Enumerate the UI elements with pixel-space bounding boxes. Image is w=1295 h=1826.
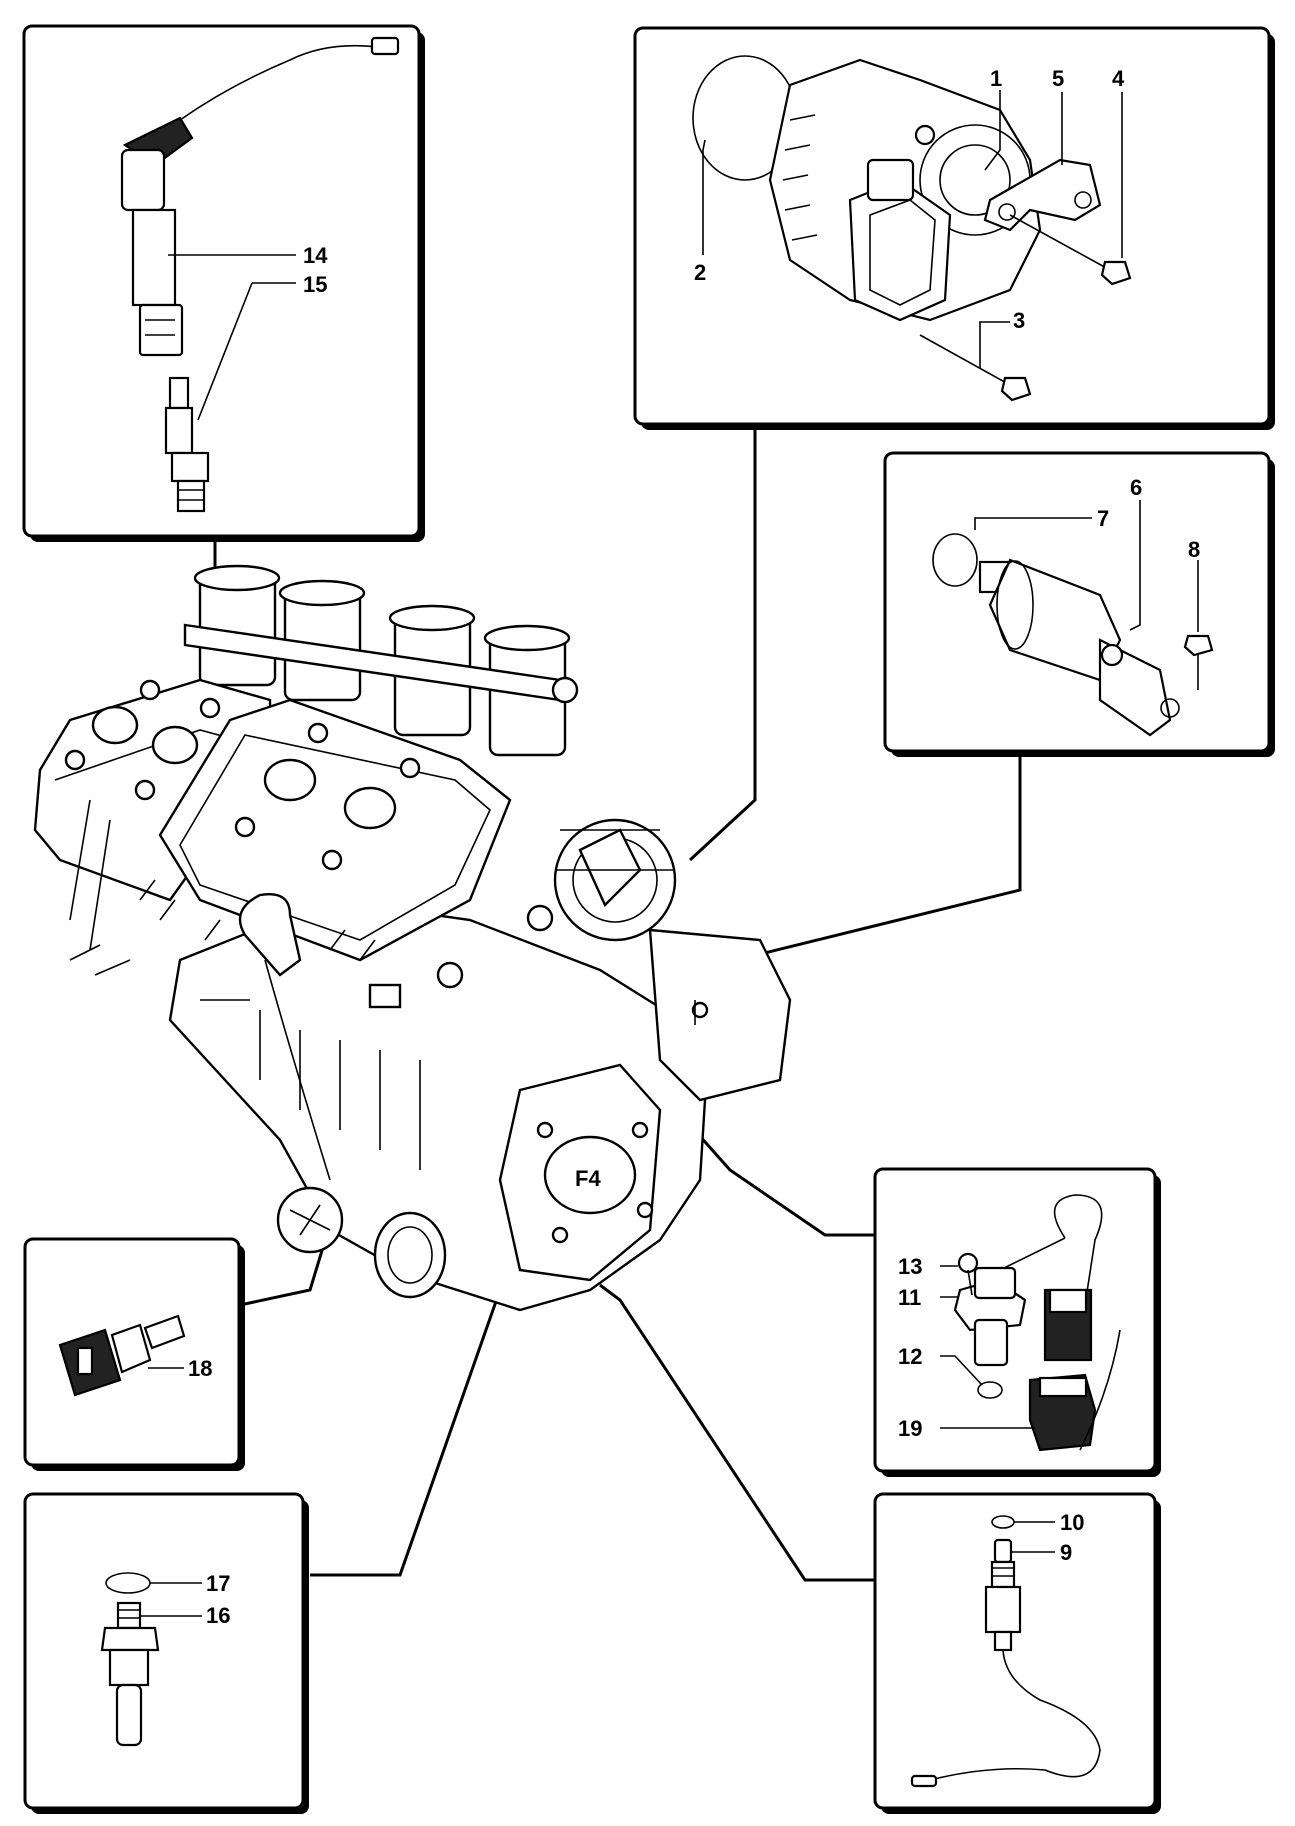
oil-sensor-16 [116,1601,142,1630]
spark-plug-15 [168,376,190,410]
callout-12: 12 [898,1344,922,1369]
callout-13: 13 [898,1254,922,1279]
callout-3: 3 [1013,308,1025,333]
callout-8: 8 [1188,537,1200,562]
leader-lambda-sensor [599,1283,875,1582]
bolt-4 [1009,214,1111,271]
panel-ignition-coil: 14 15 [22,24,425,542]
callout-10: 10 [1060,1510,1084,1535]
o-ring-7 [932,533,978,587]
callout-1: 1 [990,66,1002,91]
panel-frame [873,1492,1157,1810]
leader-lines [208,430,1022,1582]
engine-assembly: F4 [33,564,792,1312]
panel-oil-sensor: 17 16 [23,1492,309,1814]
callout-5: 5 [1052,66,1064,91]
panel-pickup-sensor: 13 11 12 19 [873,1167,1161,1477]
callout-19: 19 [898,1416,922,1441]
callout-4: 4 [1112,66,1125,91]
ignition-coil-14 [131,208,177,307]
callout-6: 6 [1130,475,1142,500]
panel-frame [22,24,421,538]
panel-frame [23,1492,305,1810]
leader-oil-sensor [310,1289,502,1577]
oil-filter [373,1211,447,1299]
callout-2: 2 [694,260,706,285]
panel-alternator: 1 5 4 2 3 [633,26,1275,430]
callout-7: 7 [1097,506,1109,531]
callout-18: 18 [188,1356,212,1381]
callout-16: 16 [206,1603,230,1628]
screw-13 [957,1252,979,1274]
side-cover [648,928,792,1102]
bolt-3 [919,334,1011,386]
panel-lambda-sensor: 10 9 [873,1492,1161,1814]
callout-9: 9 [1060,1540,1072,1565]
lambda-sensor-9 [993,1538,1013,1564]
leader-alternator [688,430,757,862]
callout-15: 15 [303,272,327,297]
breather-tube [238,893,302,977]
o-ring-12 [977,1381,1003,1399]
panel-temp-sensor: 18 [23,1237,245,1471]
hv-lead [179,44,386,121]
sensor-wire [1053,1194,1103,1306]
leader-starter-motor [654,752,1022,982]
callout-17: 17 [206,1571,230,1596]
panel-starter-motor: 6 7 8 [883,451,1275,757]
bracket-5 [983,158,1102,232]
callout-14: 14 [303,243,328,268]
callout-11: 11 [898,1285,921,1310]
logo-plate [543,1135,637,1215]
engine-logo-text: F4 [575,1166,601,1191]
